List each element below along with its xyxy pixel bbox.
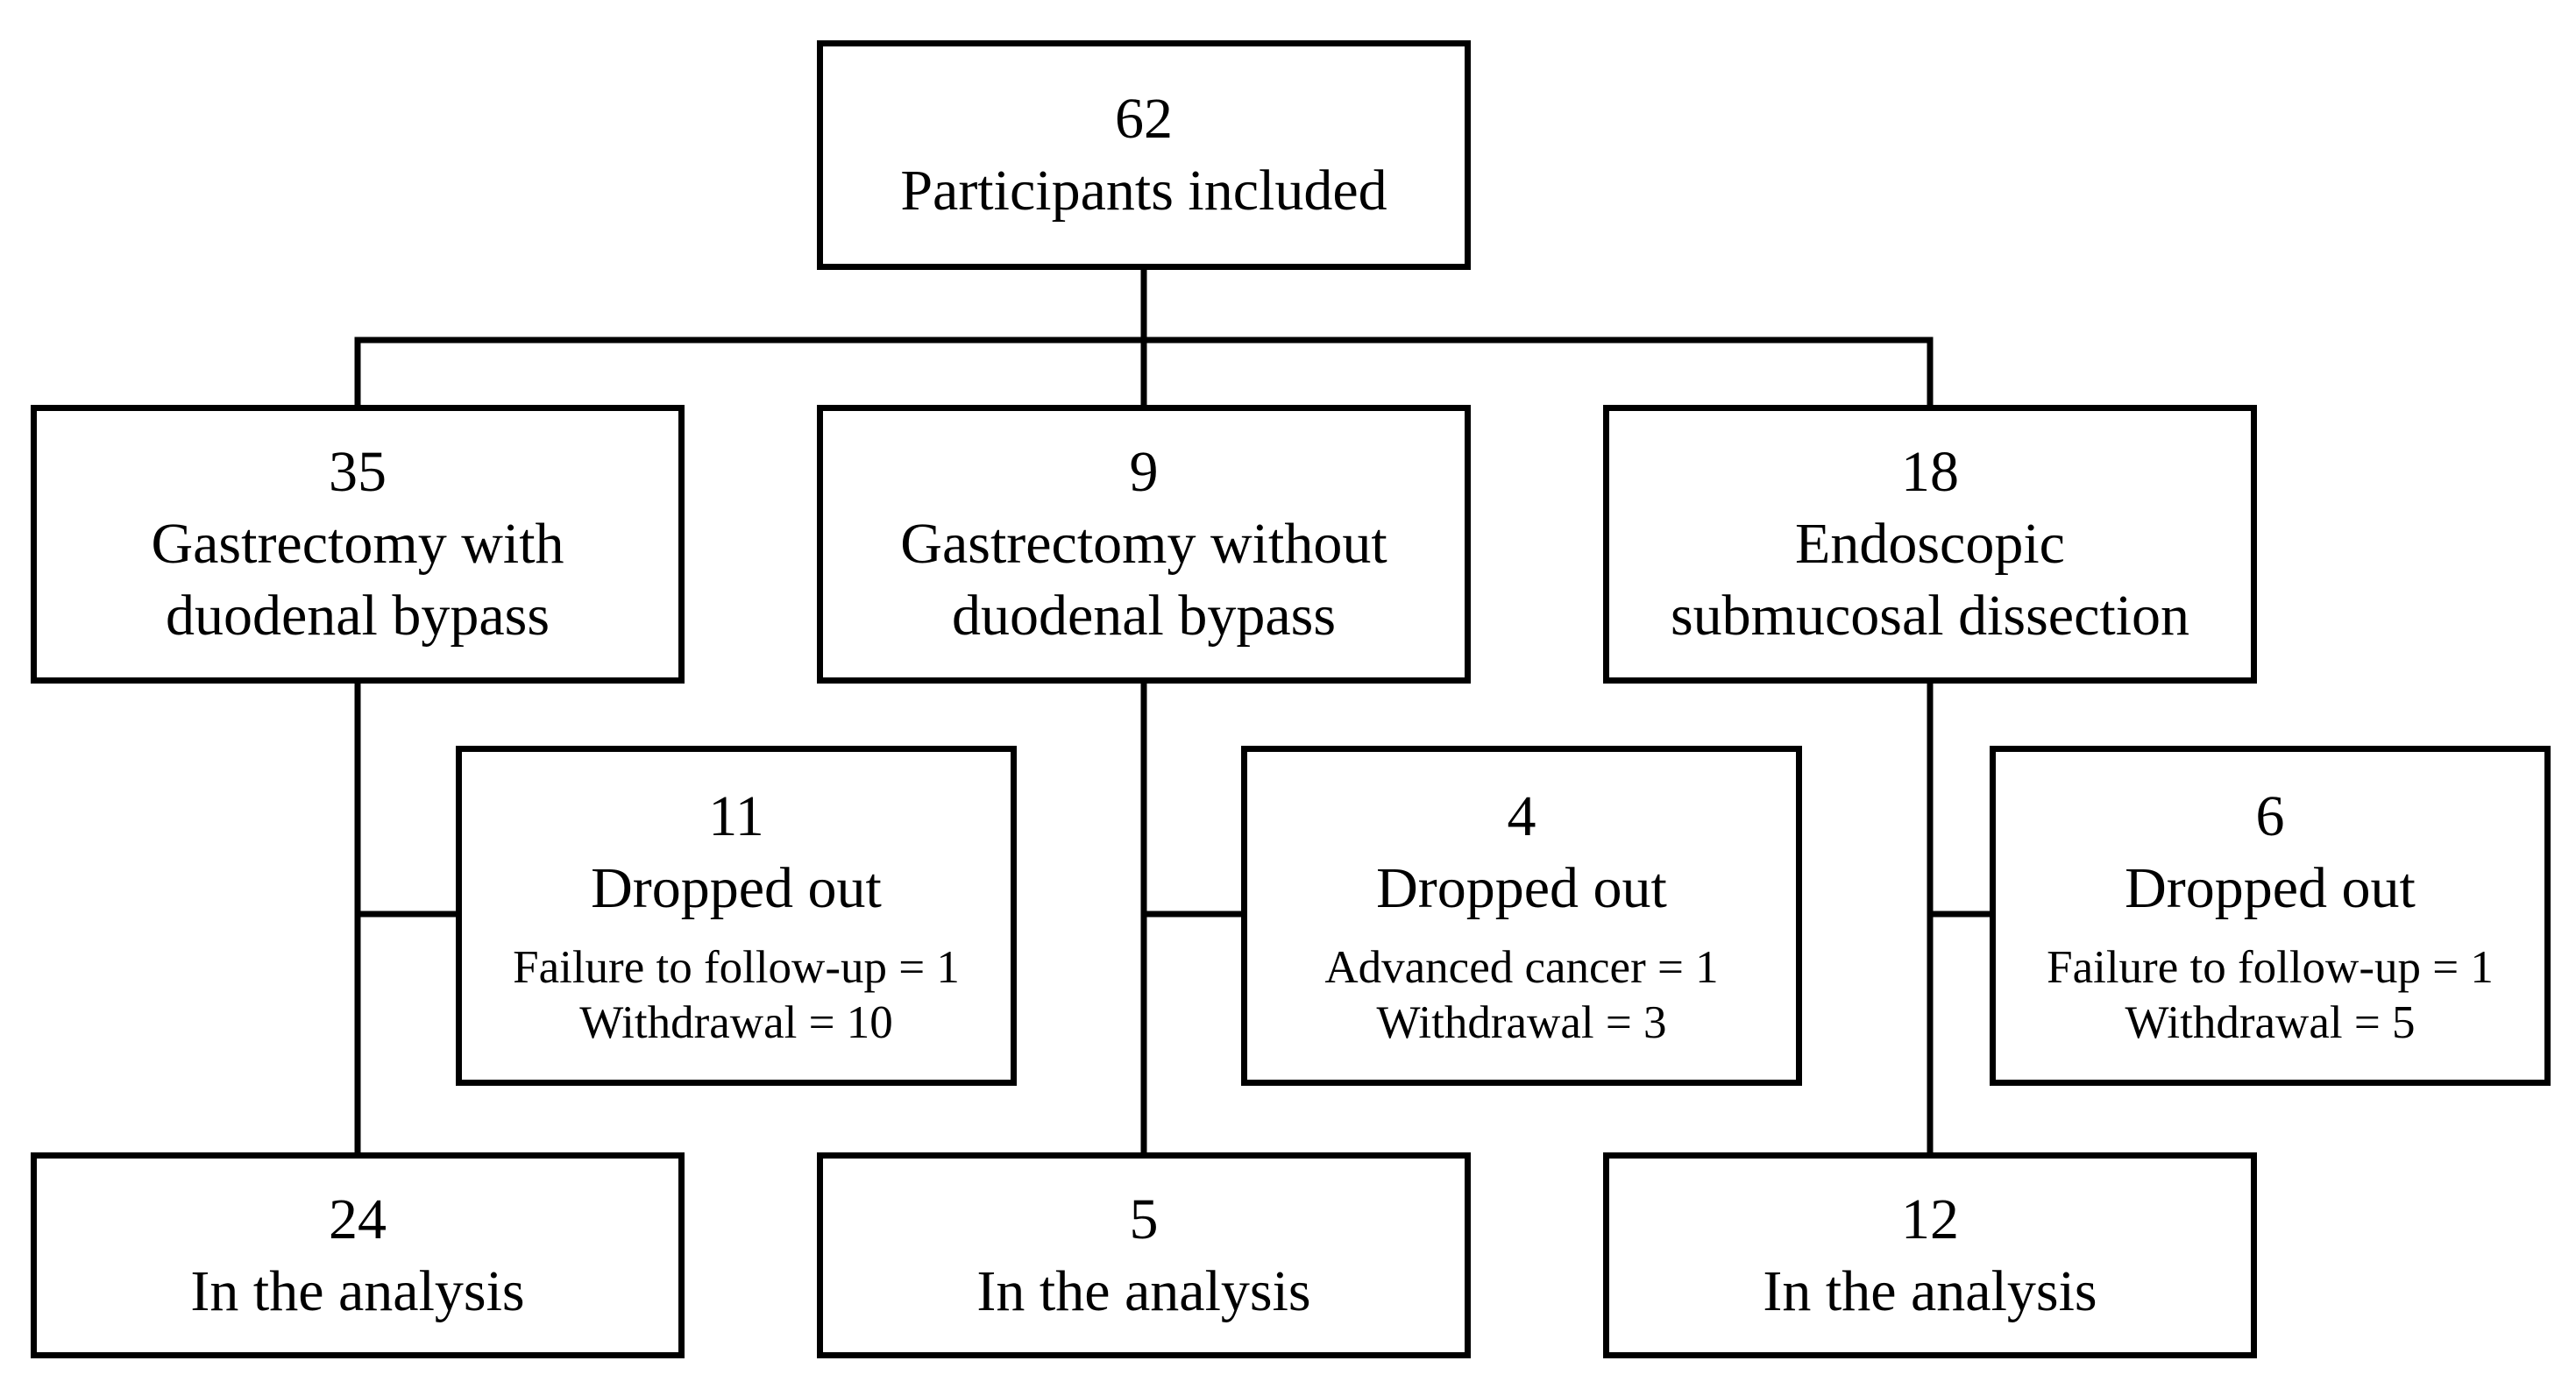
dropped-out-box: 6 Dropped out Failure to follow-up = 1 W… <box>1990 746 2551 1086</box>
analysis-label: In the analysis <box>976 1258 1311 1323</box>
dropped-label: Dropped out <box>591 856 882 920</box>
dropped-count: 6 <box>2255 784 2285 848</box>
group-gastrectomy-with-bypass-box: 35 Gastrectomy with duodenal bypass <box>31 405 685 684</box>
dropped-out-box: 4 Dropped out Advanced cancer = 1 Withdr… <box>1241 746 1802 1086</box>
group-count: 9 <box>1129 440 1159 504</box>
dropped-label: Dropped out <box>2125 856 2416 920</box>
analysis-count: 12 <box>1901 1187 1959 1251</box>
group-label-line: submucosal dissection <box>1670 584 2190 648</box>
participants-count: 62 <box>1115 87 1173 151</box>
participants-included-box: 62 Participants included <box>817 40 1471 270</box>
dropped-out-box: 11 Dropped out Failure to follow-up = 1 … <box>456 746 1017 1086</box>
dropped-count: 4 <box>1507 784 1536 848</box>
group-gastrectomy-without-bypass-box: 9 Gastrectomy without duodenal bypass <box>817 405 1471 684</box>
dropout-reason: Advanced cancer = 1 <box>1324 942 1719 993</box>
analysis-label: In the analysis <box>1763 1258 2097 1323</box>
dropout-reason: Withdrawal = 5 <box>2125 997 2416 1048</box>
dropped-label: Dropped out <box>1376 856 1667 920</box>
dropped-count: 11 <box>708 784 764 848</box>
dropout-reason: Failure to follow-up = 1 <box>2047 942 2494 993</box>
analysis-count: 5 <box>1129 1187 1159 1251</box>
group-label-line: Gastrectomy with <box>151 512 564 576</box>
dropout-reason: Failure to follow-up = 1 <box>513 942 960 993</box>
group-endoscopic-dissection-box: 18 Endoscopic submucosal dissection <box>1603 405 2257 684</box>
group-label-line: Gastrectomy without <box>900 512 1387 576</box>
analysis-count: 24 <box>329 1187 387 1251</box>
analysis-box: 24 In the analysis <box>31 1152 685 1358</box>
analysis-label: In the analysis <box>190 1258 525 1323</box>
group-label-line: duodenal bypass <box>951 584 1337 648</box>
analysis-box: 12 In the analysis <box>1603 1152 2257 1358</box>
participants-label: Participants included <box>900 159 1387 223</box>
dropout-reason: Withdrawal = 10 <box>579 997 893 1048</box>
group-count: 18 <box>1901 440 1959 504</box>
group-count: 35 <box>329 440 387 504</box>
group-label-line: duodenal bypass <box>165 584 550 648</box>
dropout-reason: Withdrawal = 3 <box>1376 997 1667 1048</box>
analysis-box: 5 In the analysis <box>817 1152 1471 1358</box>
group-label-line: Endoscopic <box>1795 512 2065 576</box>
